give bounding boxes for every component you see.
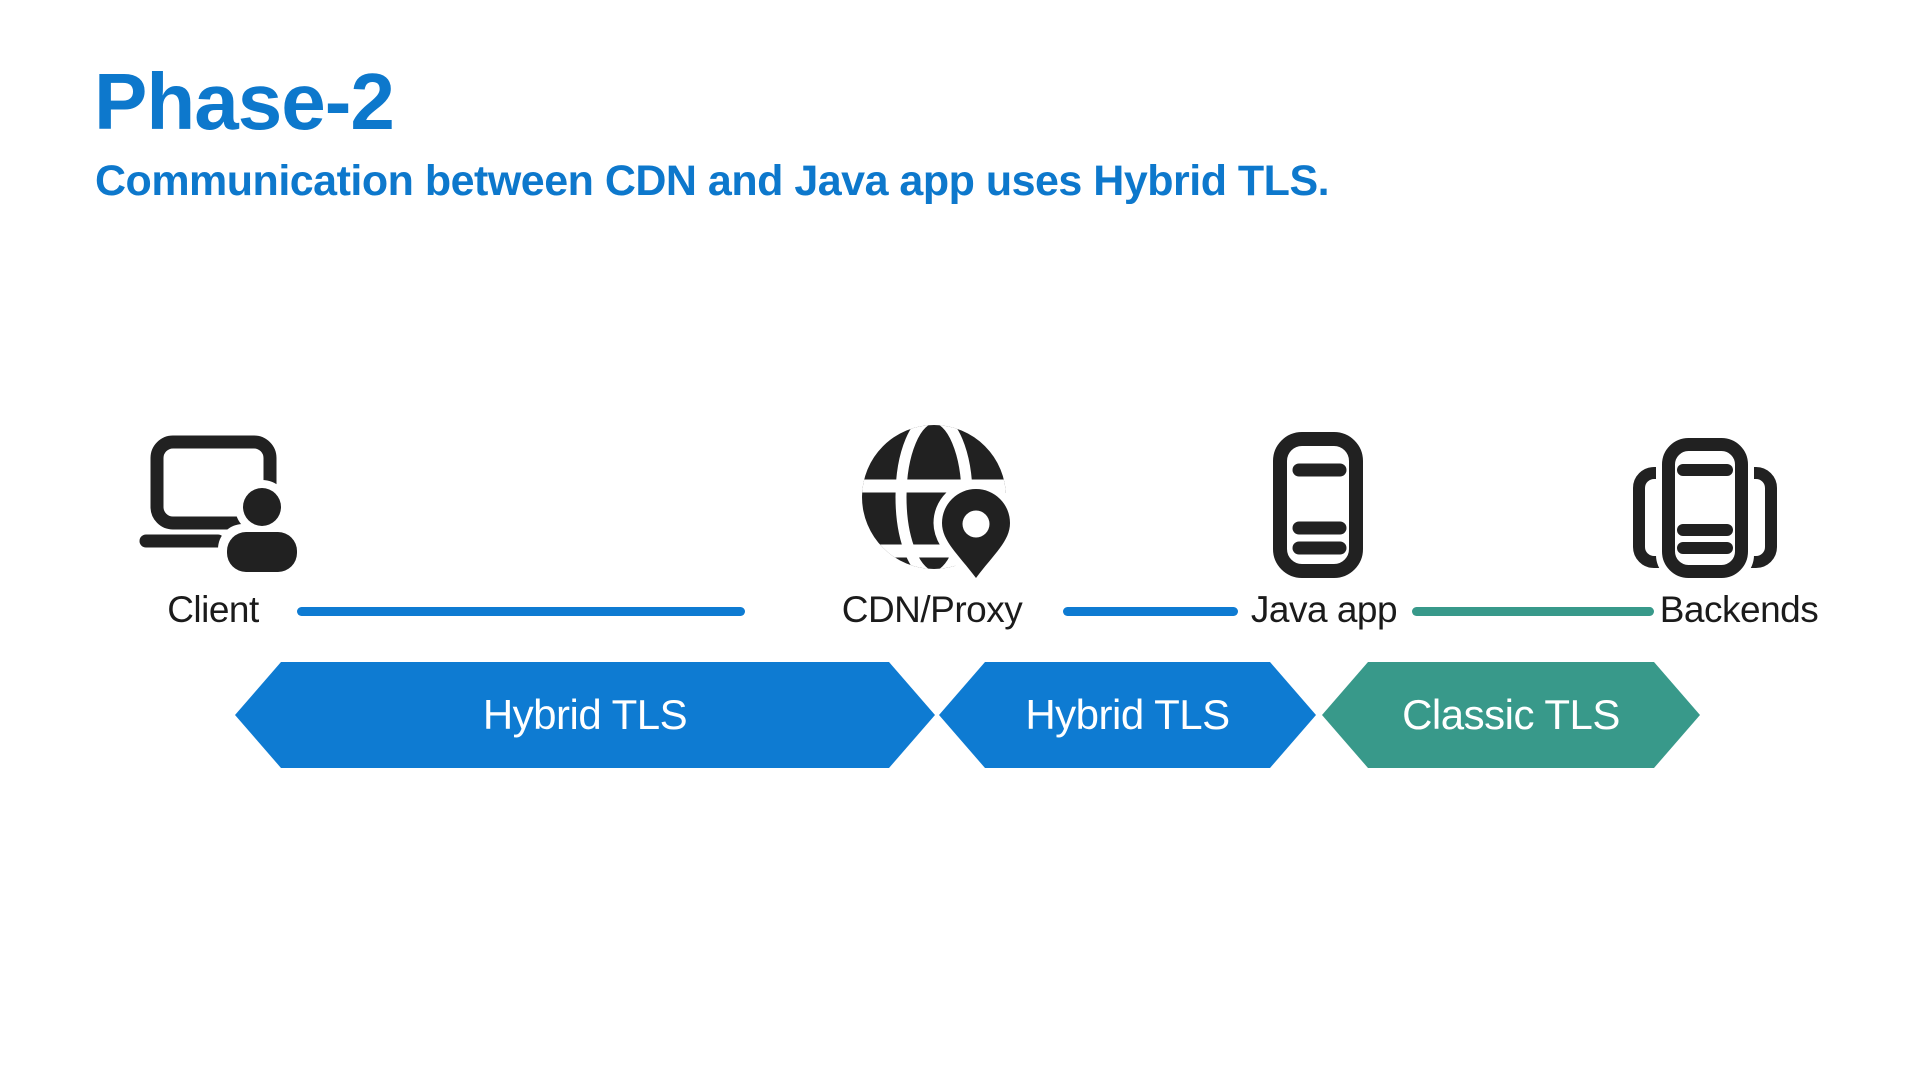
server-stack-icon bbox=[1633, 433, 1777, 580]
connector-client-cdn bbox=[297, 607, 745, 616]
globe-pin-icon bbox=[862, 425, 1019, 585]
page-subtitle: Communication between CDN and Java app u… bbox=[95, 157, 1330, 205]
connector-cdn-java bbox=[1063, 607, 1238, 616]
laptop-user-icon bbox=[139, 435, 306, 576]
banner-hybrid-tls-cdn-java: Hybrid TLS bbox=[939, 662, 1316, 768]
page-title: Phase-2 bbox=[94, 57, 395, 146]
node-label-cdn-proxy: CDN/Proxy bbox=[841, 589, 1023, 630]
banner-label: Hybrid TLS bbox=[1025, 691, 1230, 738]
node-label-java-app: Java app bbox=[1250, 589, 1398, 630]
server-icon bbox=[1273, 432, 1363, 578]
node-label-backends: Backends bbox=[1659, 589, 1819, 630]
connector-java-backends bbox=[1412, 607, 1654, 616]
node-label-client: Client bbox=[167, 589, 259, 630]
banner-hybrid-tls-client-cdn: Hybrid TLS bbox=[235, 662, 935, 768]
banner-classic-tls-java-backends: Classic TLS bbox=[1322, 662, 1700, 768]
banner-label: Hybrid TLS bbox=[482, 691, 688, 738]
banner-label: Classic TLS bbox=[1402, 691, 1620, 738]
